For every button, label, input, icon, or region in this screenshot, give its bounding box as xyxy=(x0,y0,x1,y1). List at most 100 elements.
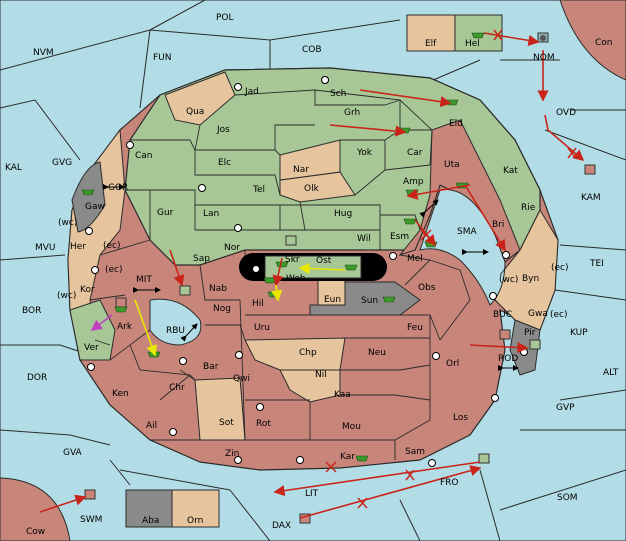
label-Jad: Jad xyxy=(244,87,259,97)
label-Chr: Chr xyxy=(169,383,185,393)
label-Gaw: Gaw xyxy=(85,202,105,212)
fleet-unit[interactable] xyxy=(299,513,311,524)
label-Olk: Olk xyxy=(304,184,320,194)
army-unit[interactable] xyxy=(344,264,358,271)
label-Nar: Nar xyxy=(293,165,309,175)
label-byn-ec: (ec) xyxy=(551,263,569,273)
coast-labels: (wc) (ec) (ec) (wc) (wc) (ec) (ec) xyxy=(57,218,569,320)
fleet-unit[interactable] xyxy=(537,32,549,43)
label-ALT: ALT xyxy=(603,368,619,378)
failed-order-marks xyxy=(325,29,577,509)
army-unit[interactable] xyxy=(355,455,369,462)
label-OVD: OVD xyxy=(556,108,576,118)
label-Ver: Ver xyxy=(84,343,99,353)
label-SMA: SMA xyxy=(457,227,477,237)
region-orn[interactable] xyxy=(171,489,220,528)
label-Mel: Mel xyxy=(407,254,423,264)
fleet-unit[interactable] xyxy=(179,285,191,296)
army-unit[interactable] xyxy=(275,261,289,268)
label-BUC: BUC xyxy=(493,310,512,320)
label-Jos: Jos xyxy=(216,125,230,135)
region-elf[interactable] xyxy=(406,14,456,52)
label-Nab: Nab xyxy=(209,284,227,294)
region-sot[interactable] xyxy=(194,377,246,441)
label-Uru: Uru xyxy=(254,323,270,333)
label-byn-wc: (wc) xyxy=(499,275,518,285)
label-Skr: Skr xyxy=(285,255,300,265)
army-unit[interactable] xyxy=(471,32,485,39)
region-gaw[interactable] xyxy=(71,161,106,233)
fleet-unit[interactable] xyxy=(84,489,96,500)
army-unit[interactable] xyxy=(403,218,417,225)
label-Gwa: Gwa xyxy=(528,309,548,319)
label-Elc: Elc xyxy=(218,158,231,168)
label-Can: Can xyxy=(135,151,153,161)
fleet-unit[interactable] xyxy=(529,339,541,350)
label-SWM: SWM xyxy=(80,515,102,525)
region-nil[interactable] xyxy=(279,369,341,403)
label-Ail: Ail xyxy=(146,421,157,431)
label-Ark: Ark xyxy=(117,322,133,332)
label-Obs: Obs xyxy=(418,283,436,293)
label-Uta: Uta xyxy=(444,160,460,170)
fleet-unit[interactable] xyxy=(584,164,596,175)
label-Car: Car xyxy=(407,148,423,158)
label-Lan: Lan xyxy=(203,209,219,219)
region-aba[interactable] xyxy=(125,489,173,528)
label-Yok: Yok xyxy=(356,148,373,158)
label-Amp: Amp xyxy=(403,177,424,187)
label-Rot: Rot xyxy=(256,419,271,429)
army-unit[interactable] xyxy=(382,296,396,303)
label-GOR: GOR xyxy=(108,183,128,193)
label-Eld: Eld xyxy=(449,119,463,129)
label-Rie: Rie xyxy=(521,203,536,213)
label-Sot: Sot xyxy=(219,418,234,428)
label-NVM: NVM xyxy=(33,48,54,58)
army-unit[interactable] xyxy=(81,189,95,196)
label-GVA: GVA xyxy=(63,448,83,458)
label-Her: Her xyxy=(70,242,86,252)
label-GVG: GVG xyxy=(52,158,72,168)
label-COB: COB xyxy=(302,45,322,55)
label-TEI: TEI xyxy=(589,259,604,269)
label-Kar: Kar xyxy=(340,452,355,462)
label-Sap: Sap xyxy=(193,254,210,264)
fleet-unit[interactable] xyxy=(478,453,490,464)
label-Qua: Qua xyxy=(186,107,204,117)
label-Wil: Wil xyxy=(357,234,371,244)
label-Tel: Tel xyxy=(252,185,265,195)
label-KAM: KAM xyxy=(581,193,601,203)
army-unit[interactable] xyxy=(263,277,277,284)
label-NOM: NOM xyxy=(533,53,555,63)
label-Kat: Kat xyxy=(503,166,518,176)
label-Hug: Hug xyxy=(334,209,352,219)
label-Los: Los xyxy=(453,413,468,423)
label-RBU: RBU xyxy=(166,326,185,336)
army-unit[interactable] xyxy=(114,306,128,313)
label-LIT: LIT xyxy=(305,489,319,499)
region-nar[interactable] xyxy=(279,139,341,181)
label-DOR: DOR xyxy=(27,373,47,383)
fleet-unit[interactable] xyxy=(285,235,297,246)
label-Neu: Neu xyxy=(368,348,386,358)
label-Byn: Byn xyxy=(522,274,539,284)
label-Ost: Ost xyxy=(316,256,332,266)
label-Pir: Pir xyxy=(524,328,536,338)
region-qua[interactable] xyxy=(164,71,236,126)
label-Nog: Nog xyxy=(213,304,231,314)
label-Sam: Sam xyxy=(405,447,425,457)
label-Ken: Ken xyxy=(112,389,129,399)
label-ROD: ROD xyxy=(498,354,518,364)
label-Sch: Sch xyxy=(330,89,346,99)
fleet-unit[interactable] xyxy=(499,329,511,340)
fleet-unit[interactable] xyxy=(115,297,127,308)
label-Web: Web xyxy=(286,274,306,284)
move-orders xyxy=(39,32,585,519)
label-POL: POL xyxy=(216,13,234,23)
label-Hil: Hil xyxy=(252,299,264,309)
label-DAX: DAX xyxy=(272,521,291,531)
label-Chp: Chp xyxy=(299,348,317,358)
label-Elf: Elf xyxy=(425,39,437,49)
strait-markers xyxy=(103,184,519,371)
